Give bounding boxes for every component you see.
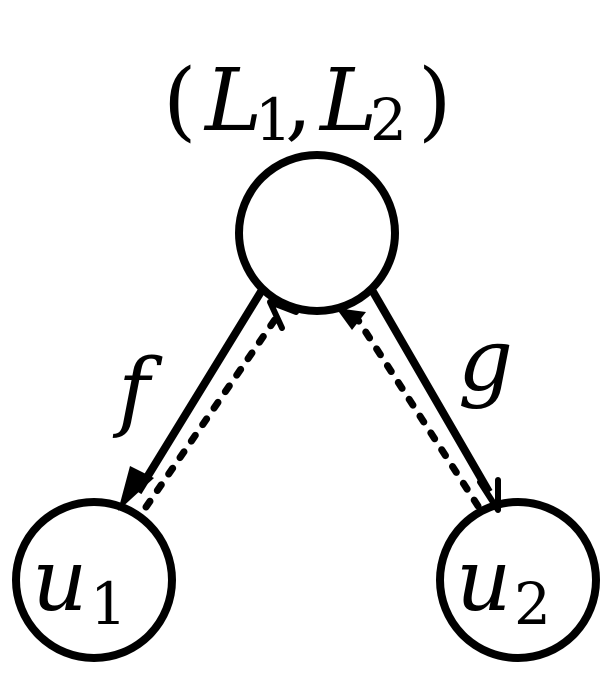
edge-label-f: f <box>112 341 163 441</box>
root-comma: , <box>285 51 312 151</box>
root-close-paren: ) <box>418 51 452 151</box>
root-l1-sub: 1 <box>255 86 292 154</box>
right-node-label: u 2 <box>456 531 551 638</box>
edge-g-dotted <box>354 316 482 510</box>
root-l2-sub: 2 <box>370 86 407 154</box>
left-node-label: u 1 <box>32 531 127 638</box>
edge-f-arrowhead <box>118 466 154 511</box>
root-open-paren: ( <box>163 51 197 151</box>
edge-g-dotted-arrowhead <box>336 308 366 330</box>
left-node-sub: 1 <box>90 570 127 638</box>
right-node <box>436 498 600 662</box>
left-node-main: u <box>32 531 87 631</box>
root-l2-main: L <box>318 51 377 151</box>
edge-f-solid <box>134 287 266 495</box>
left-node <box>12 498 176 662</box>
edge-g-solid <box>368 287 493 495</box>
root-l1-main: L <box>203 51 262 151</box>
edge-f-dotted-arrowhead <box>267 299 299 331</box>
root-node-label: ( L 1 , L 2 ) <box>163 51 452 161</box>
edge-label-g: g <box>458 311 513 411</box>
root-node <box>235 151 399 315</box>
edge-f-dotted <box>142 314 280 511</box>
right-node-main: u <box>456 531 511 631</box>
right-node-sub: 2 <box>514 570 551 638</box>
